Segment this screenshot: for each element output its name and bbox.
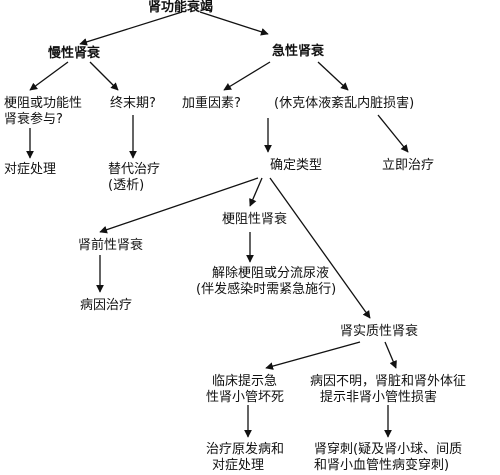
arrow-determine-obstructive — [249, 177, 263, 207]
node-atn-suggestion-line2: 性肾小管坏死 — [206, 390, 285, 405]
arrow-determine-prerenal — [99, 177, 259, 234]
arrow-parenchymal-atn — [265, 341, 361, 370]
node-obstructive-renal-failure: 梗阻性肾衰 — [222, 212, 288, 227]
arrow-root-chronic — [79, 11, 183, 46]
node-treat-primary-line2: 对症处理 — [212, 458, 265, 473]
node-shock-factors: (休克体液紊乱内脏损害) — [274, 96, 415, 111]
node-end-stage-question: 终末期? — [110, 96, 156, 111]
node-parenchymal-renal-failure: 肾实质性肾衰 — [340, 324, 419, 339]
arrow-shock-immediate — [377, 114, 409, 153]
node-symptomatic-treatment: 对症处理 — [4, 162, 57, 177]
node-prerenal-renal-failure: 肾前性肾衰 — [78, 238, 144, 253]
node-aggravating-question: 加重因素? — [182, 96, 241, 111]
node-renal-biopsy-line1: 肾穿刺(疑及肾小球、间质 — [314, 442, 463, 457]
node-determine-type: 确定类型 — [270, 158, 323, 173]
node-cause-treatment: 病因治疗 — [80, 298, 133, 313]
node-obstruction-question-line2: 肾衰参与? — [4, 112, 63, 127]
node-replacement-therapy-line2: (透析) — [108, 178, 145, 193]
arrow-chronic-obstruction — [29, 61, 69, 91]
node-immediate-treatment: 立即治疗 — [382, 158, 435, 173]
arrow-root-acute — [199, 11, 269, 36]
root-renal-failure: 肾功能衰竭 — [148, 0, 214, 15]
node-unknown-cause-line1: 病因不明，肾脏和肾外体征 — [310, 374, 467, 389]
arrow-parenchymal-unknown — [384, 341, 397, 369]
node-unknown-cause-line2: 提示非肾小管性损害 — [320, 390, 438, 405]
arrow-acute-aggravating — [223, 61, 271, 91]
arrow-acute-shock — [317, 61, 349, 91]
node-treat-primary-line1: 治疗原发病和 — [206, 442, 285, 457]
node-renal-biopsy-line2: 和肾小血管性病变穿刺) — [314, 458, 450, 473]
node-relieve-obstruction-line2: (伴发感染时需紧急施行) — [196, 282, 337, 297]
node-replacement-therapy-line1: 替代治疗 — [108, 162, 161, 177]
node-acute-renal-failure: 急性肾衰 — [272, 44, 325, 59]
arrow-chronic-endstage — [89, 61, 119, 91]
node-relieve-obstruction-line1: 解除梗阻或分流尿液 — [212, 266, 330, 281]
node-chronic-renal-failure: 慢性肾衰 — [48, 46, 101, 61]
node-obstruction-question-line1: 梗阻或功能性 — [4, 96, 83, 111]
node-atn-suggestion-line1: 临床提示急 — [212, 374, 278, 389]
arrow-determine-parenchymal — [269, 177, 371, 319]
